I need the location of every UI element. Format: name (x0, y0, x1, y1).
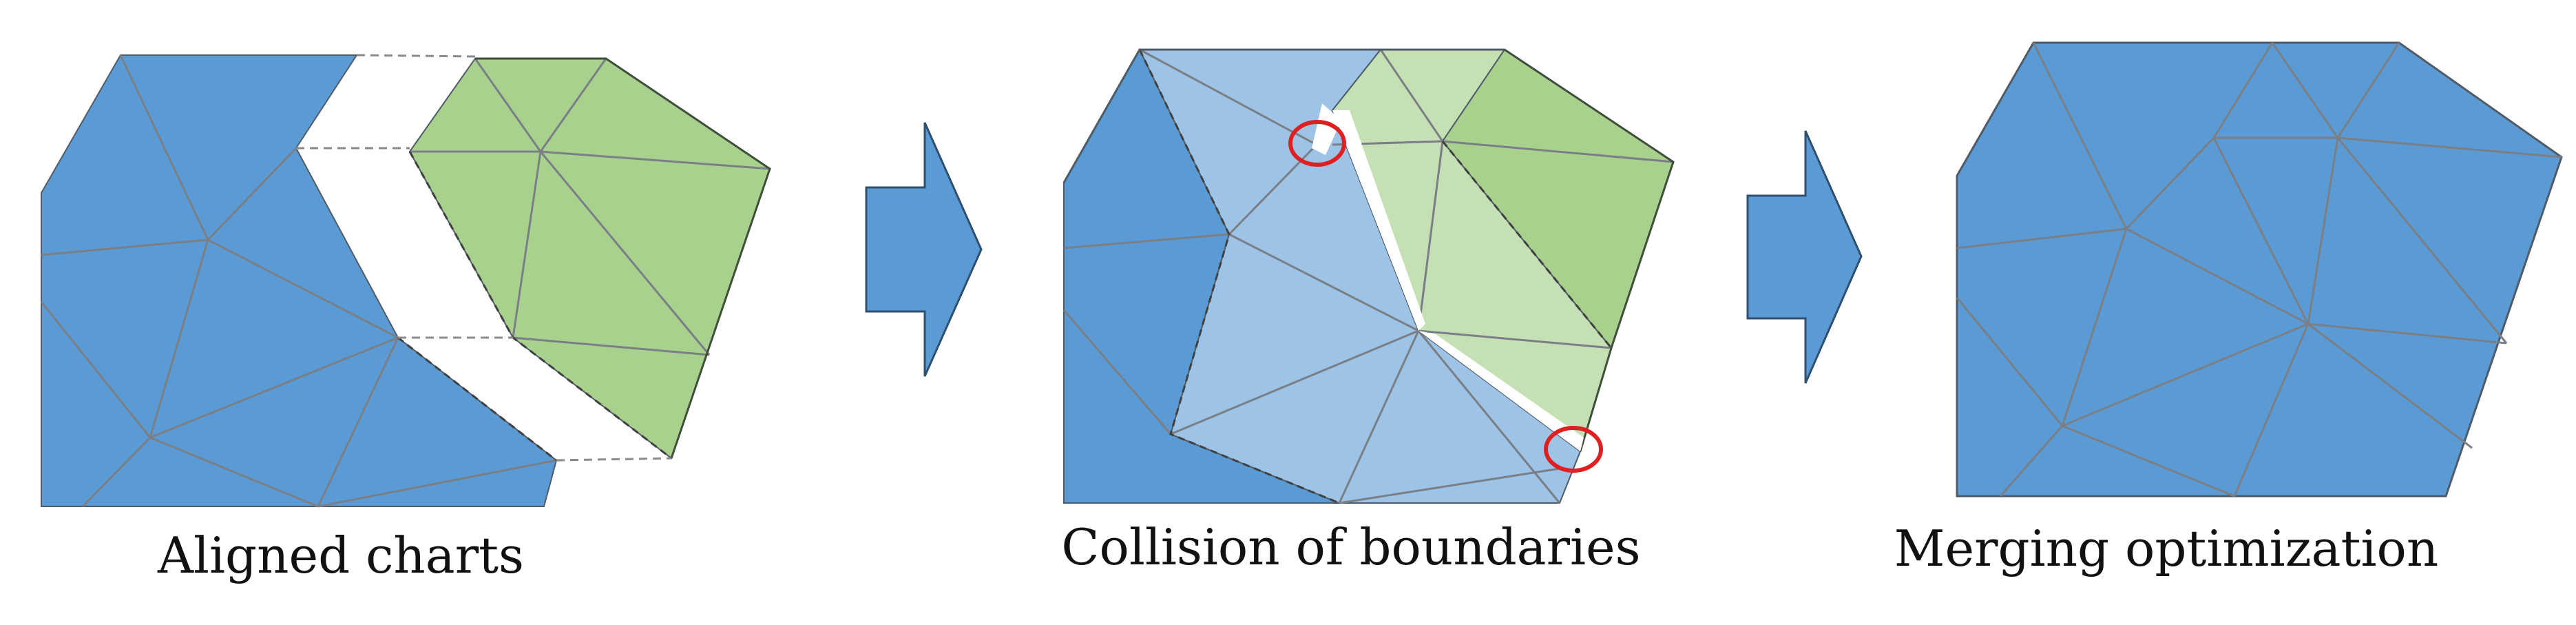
blue-chart-dashed-boundary (397, 336, 557, 462)
merged-chart-edges (1956, 42, 2562, 498)
green-dashed-boundary (1441, 141, 1613, 349)
collision-gap-bottom (1418, 331, 1584, 451)
caption-merging-optimization: Merging optimization (1894, 520, 2439, 577)
blue-chart-edges (40, 54, 557, 508)
green-edges (1332, 49, 1674, 349)
collision-outer-outline (1062, 48, 1505, 183)
collision-highlight-bottom (1544, 426, 1603, 473)
green-chart-edges (410, 58, 771, 356)
collision-gap-top (1312, 103, 1341, 155)
caption-collision-of-boundaries: Collision of boundaries (1061, 518, 1641, 576)
blue-dashed-boundary (1138, 49, 1340, 504)
arrow-right-icon (1746, 130, 1863, 384)
collision-gap-middle (1332, 110, 1425, 331)
green-chart-solid-boundary (475, 57, 771, 459)
green-solid-boundary (1504, 48, 1675, 452)
caption-aligned-charts: Aligned charts (157, 526, 525, 584)
merged-chart (1956, 41, 2563, 498)
panel-collision (1062, 48, 1675, 504)
dark-blue-edges (1062, 233, 1230, 435)
panel-merging (1956, 41, 2563, 498)
collision-highlight-top (1288, 120, 1346, 167)
arrow-right-icon (865, 122, 983, 377)
panel-aligned-charts (40, 54, 771, 508)
correspondence-lines (296, 54, 672, 462)
